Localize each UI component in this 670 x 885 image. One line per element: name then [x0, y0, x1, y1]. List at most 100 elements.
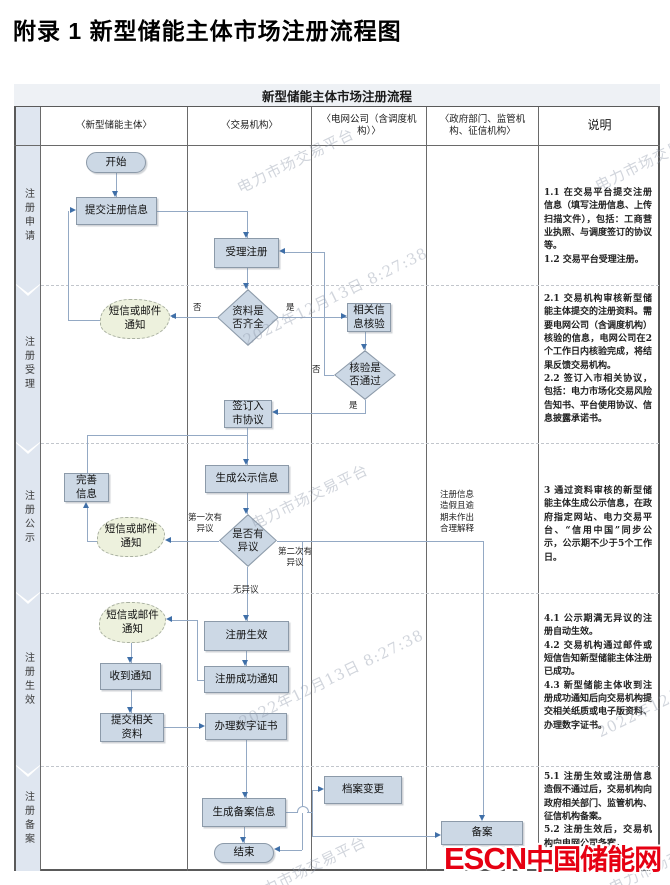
grid-line [311, 107, 312, 871]
node-sms-email-notify-3: 短信或邮件通知 [99, 602, 166, 643]
edge-label-yes: 是 [286, 303, 295, 313]
node-submit-materials: 提交相关资料 [100, 713, 164, 742]
column-header-grid-company: 〈电网公司（含调度机构）〉 [321, 113, 417, 137]
note-block-4: 4.1 公示期满无异议的注册自动生效。 4.2 交易机构通过邮件或短信告知新型储… [544, 613, 652, 733]
arrowhead [83, 502, 89, 508]
note-block-2: 2.1 交易机构审核新型储能主体提交的注册资料。需要电网公司（含调度机构）核验的… [544, 293, 652, 426]
lane-divider [41, 593, 659, 594]
line [157, 211, 248, 212]
line [246, 651, 247, 666]
lane-divider [41, 443, 659, 444]
line [172, 620, 197, 621]
lane-strip [16, 285, 40, 451]
line [197, 620, 198, 680]
flowchart-title: 新型储能主体市场注册流程 [14, 84, 660, 107]
arrowhead [435, 832, 441, 838]
decision-label: 资料是否齐全 [232, 304, 264, 330]
arrowhead [479, 815, 485, 821]
line [87, 508, 88, 541]
line [87, 435, 247, 436]
arrowhead [243, 508, 249, 514]
arrowhead [199, 723, 205, 729]
node-success-notice: 注册成功通知 [204, 666, 289, 693]
arrowhead [318, 786, 324, 792]
line [247, 567, 248, 621]
line [324, 375, 334, 376]
lane-label-effective: 注册生效 [22, 651, 34, 708]
decision-objection: 是否有异议 [219, 514, 277, 567]
arrowhead [240, 837, 246, 843]
line [247, 211, 248, 238]
escn-logo-latin: ESCN [444, 841, 527, 876]
line [244, 827, 245, 843]
line [285, 252, 324, 253]
arrowhead [242, 660, 248, 666]
arrowhead [242, 792, 248, 798]
line [171, 541, 219, 542]
arrowhead [166, 616, 172, 622]
line [164, 727, 199, 728]
grid-line [187, 107, 188, 871]
arrowhead [243, 459, 249, 465]
column-header-trading-agency: 〈交易机构〉 [220, 119, 278, 131]
note-paragraph: 2.2 签订入市相关协议，包括：电力市场化交易风险告知书、平台使用协议、信息披露… [544, 373, 653, 424]
lane-strip [16, 443, 40, 601]
line [483, 541, 484, 815]
line [277, 541, 483, 542]
arrowhead [170, 313, 176, 319]
arrowhead [165, 537, 171, 543]
line [313, 790, 318, 791]
note-paragraph: 5.1 注册生效或注册信息造假不通过后，交易机构向政府相关部门、监管机构、征信机… [544, 772, 653, 822]
note-paragraph: 4.1 公示期满无异议的注册自动生效。 [544, 614, 652, 638]
line [87, 435, 88, 473]
lane-divider [41, 285, 659, 286]
line-hop [297, 806, 309, 813]
edge-label-first-objection: 第一次有异议 [187, 513, 222, 535]
lane-strip [16, 766, 40, 871]
note-paragraph: 1.2 交易平台受理注册。 [544, 254, 644, 265]
lane-strip [16, 593, 40, 774]
node-submit-registration: 提交注册信息 [76, 197, 157, 225]
arrowhead [361, 344, 367, 350]
lane-label-apply: 注册申请 [22, 187, 34, 244]
edge-label-second-objection: 第二次有异议 [277, 547, 312, 569]
arrowhead [279, 248, 285, 254]
note-block-5: 5.1 注册生效或注册信息造假不通过后，交易机构向政府相关部门、监管机构、征信机… [544, 771, 652, 851]
lane-label-acceptance: 注册受理 [22, 336, 34, 392]
column-header-storage-entity: 〈新型储能主体〉 [75, 119, 152, 131]
arrowhead [243, 232, 249, 238]
decision-label: 是否有异议 [232, 527, 264, 553]
note-block-1: 1.1 在交易平台提交注册信息（填写注册信息、上传扫描文件），包括：工商营业执照… [544, 187, 652, 267]
node-sms-email-notify-2: 短信或邮件通知 [97, 517, 165, 557]
edge-label-no-objection: 无异议 [233, 585, 259, 595]
line [197, 680, 204, 681]
line [172, 317, 217, 318]
line [312, 836, 435, 837]
node-registration-effective: 注册生效 [204, 621, 289, 651]
lane-strip-header [16, 107, 40, 145]
line [279, 317, 347, 318]
column-header-notes: 说明 [587, 118, 612, 133]
line [365, 400, 366, 413]
lane-divider [41, 766, 659, 767]
node-generate-record-info: 生成备案信息 [202, 798, 286, 827]
note-block-3: 3 通过资料审核的新型储能主体生成公示信息，在政府指定网站、电力交易平台、“信用… [544, 485, 652, 565]
line [116, 173, 117, 197]
note-paragraph: 4.2 交易机构通过邮件或短信告知新型储能主体注册已成功。 [544, 640, 653, 678]
line [247, 428, 248, 465]
grid-line [40, 107, 41, 871]
line [131, 643, 132, 663]
arrowhead [243, 283, 249, 289]
edge-label-fraud-note: 注册信息造假且逾期未作出合理解释 [439, 490, 474, 535]
grid-line [538, 107, 539, 871]
arrowhead [272, 409, 278, 415]
line [324, 252, 325, 375]
node-improve-info: 完善信息 [64, 473, 109, 502]
node-receive-notice: 收到通知 [100, 663, 161, 690]
node-info-verification: 相关信息核验 [347, 303, 391, 332]
decision-verification-passed: 核验是否通过 [334, 350, 396, 400]
grid-line [14, 145, 660, 146]
column-header-government: 〈政府部门、监管机构、征信机构〉 [439, 113, 526, 137]
arrowhead [274, 846, 280, 852]
